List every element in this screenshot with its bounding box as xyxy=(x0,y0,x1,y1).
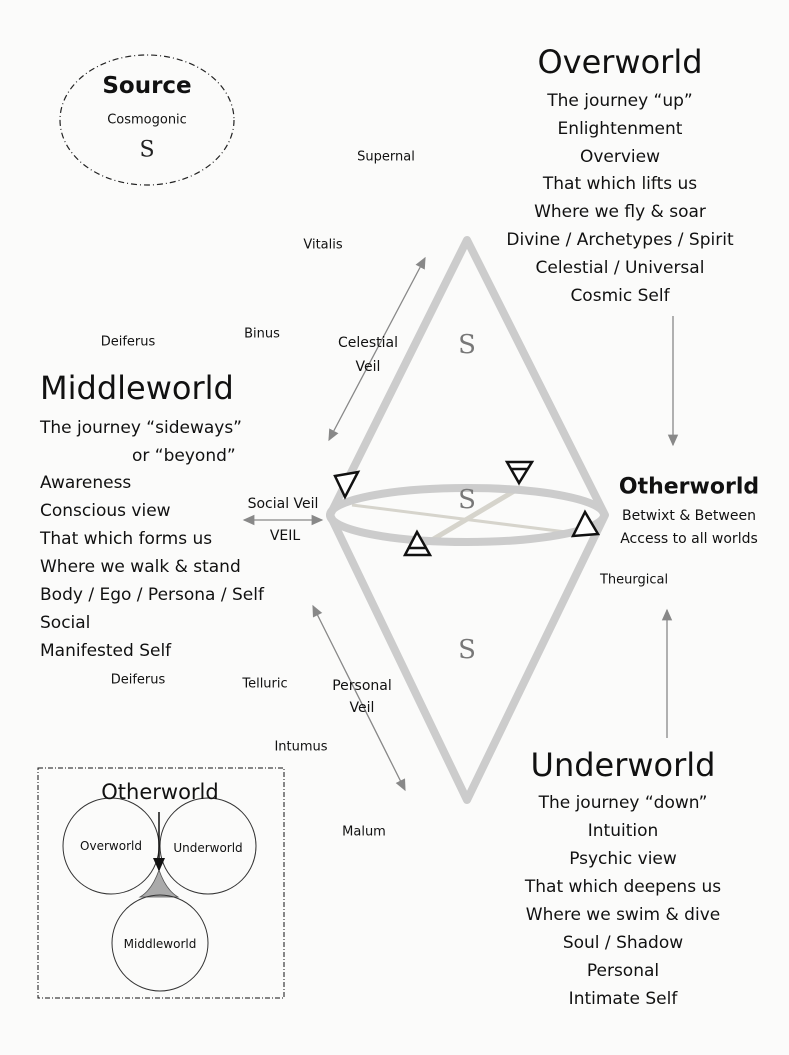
middleworld-line: Body / Ego / Persona / Self xyxy=(40,585,264,605)
otherworld-line: Betwixt & Between xyxy=(622,508,756,524)
middleworld-line: The journey “sideways” xyxy=(40,418,242,438)
middleworld-line: Manifested Self xyxy=(40,641,172,661)
overworld-line: Cosmic Self xyxy=(570,286,670,306)
underworld-line: Psychic view xyxy=(569,849,677,869)
underworld-line: Intimate Self xyxy=(568,989,678,1009)
inset-circle-middleworld xyxy=(111,894,209,992)
inset-label-overworld: Overworld xyxy=(80,839,142,853)
underworld-line: The journey “down” xyxy=(538,793,708,813)
air-triangle-icon xyxy=(333,470,361,500)
label-personal-veil: Personal xyxy=(332,678,392,694)
celestial-veil-arrow xyxy=(328,256,426,442)
air-up-triangle-icon xyxy=(402,529,433,557)
middleworld-line: Where we walk & stand xyxy=(40,557,241,577)
middleworld-title: Middleworld xyxy=(40,369,234,407)
overworld-line: Divine / Archetypes / Spirit xyxy=(506,230,734,250)
middleworld-line: Conscious view xyxy=(40,501,171,521)
label-supernal: Supernal xyxy=(357,149,415,165)
label-binus: Binus xyxy=(244,326,280,342)
source-title: Source xyxy=(102,73,192,99)
label-celestial-veil: Celestial xyxy=(337,335,399,351)
otherworld-line: Access to all worlds xyxy=(620,531,758,547)
horizon-ellipse xyxy=(326,484,608,546)
label-telluric: Telluric xyxy=(242,676,288,692)
label-social-veil: Social Veil xyxy=(247,496,319,512)
underworld-line: That which deepens us xyxy=(524,877,722,897)
fire-triangle-icon xyxy=(570,509,601,538)
overworld-line: The journey “up” xyxy=(547,91,693,111)
spiral-icon: S xyxy=(458,485,476,515)
label-celestial-veil: Veil xyxy=(355,359,381,375)
label-vitalis: Vitalis xyxy=(303,237,343,253)
label-deiferus-top: Deiferus xyxy=(100,334,156,350)
label-malum: Malum xyxy=(342,824,386,840)
spiral-icon: S xyxy=(139,137,155,163)
otherworld-title: Otherworld xyxy=(618,474,760,500)
label-deiferus-bottom: Deiferus xyxy=(110,672,166,688)
middleworld-line: Social xyxy=(40,613,91,633)
source-ellipse xyxy=(59,54,235,186)
underworld-line: Soul / Shadow xyxy=(562,933,684,953)
underworld-line: Personal xyxy=(586,961,660,981)
earth-triangle-icon xyxy=(504,460,535,486)
underworld-line: Where we swim & dive xyxy=(525,905,721,925)
personal-veil-arrow xyxy=(312,604,406,792)
underworld-line: Intuition xyxy=(587,821,659,841)
intersection-fill xyxy=(138,868,180,898)
overworld-line: That which lifts us xyxy=(542,174,698,194)
inset-circle-underworld xyxy=(159,797,257,895)
overworld-line: Enlightenment xyxy=(557,119,683,139)
inset-box xyxy=(37,767,285,999)
overworld-line: Where we fly & soar xyxy=(534,202,706,222)
middleworld-line: or “beyond” xyxy=(132,446,236,466)
inset-label-middleworld: Middleworld xyxy=(123,937,197,951)
inset-label-underworld: Underworld xyxy=(173,841,243,855)
underworld-title: Underworld xyxy=(530,746,716,784)
label-intumus: Intumus xyxy=(274,739,328,755)
middleworld-line: Awareness xyxy=(40,473,132,493)
spiral-icon: S xyxy=(458,635,476,665)
spiral-icon: S xyxy=(458,330,476,360)
inset-title: Otherworld xyxy=(101,780,219,804)
label-theurgical: Theurgical xyxy=(599,572,669,588)
overworld-title: Overworld xyxy=(537,43,703,81)
label-personal-veil: Veil xyxy=(349,700,375,716)
overworld-line: Overview xyxy=(579,147,661,167)
overworld-line: Celestial / Universal xyxy=(535,258,705,278)
source-subtitle: Cosmogonic xyxy=(107,112,187,128)
middleworld-line: That which forms us xyxy=(40,529,213,549)
label-veil: VEIL xyxy=(269,528,301,544)
